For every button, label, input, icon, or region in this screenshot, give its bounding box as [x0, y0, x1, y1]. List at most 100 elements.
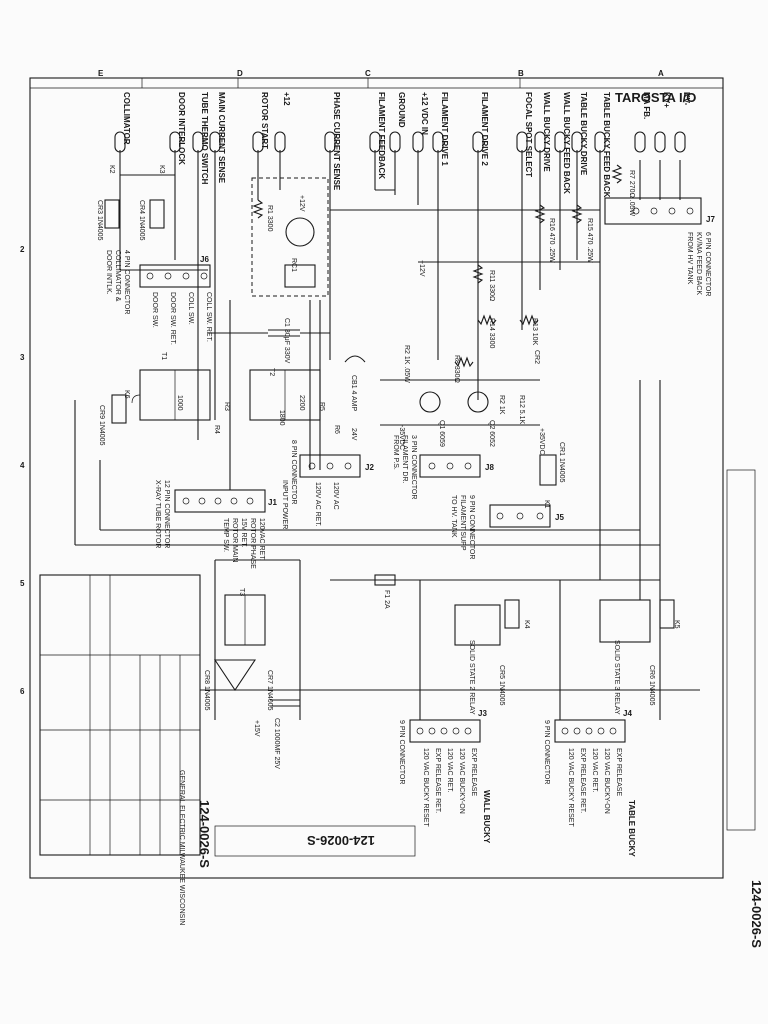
component-label: K1 [543, 500, 550, 509]
connector-desc: 12 PIN CONNECTOR [163, 480, 170, 548]
component-label: C2 1000MF 25V [273, 718, 280, 769]
resistor-r7 [611, 164, 623, 184]
component-label: +15V [253, 720, 260, 737]
pin-label: COLL SW. RET. [205, 292, 212, 342]
connector-desc: 9 PIN CONNECTOR [398, 720, 405, 784]
signal-terminal [654, 131, 666, 153]
column-letter: D [237, 69, 243, 78]
relay-coils [104, 199, 557, 486]
component-label: R8 330Ω [453, 355, 460, 383]
connector-desc: X-RAY TUBE ROTOR [154, 480, 161, 548]
sheet-title: TAROSTA I/O [615, 90, 696, 105]
component-label: +12V [418, 260, 425, 277]
connector-label: J6 [200, 255, 209, 264]
pin-label: 120 VAC BUCKY-ON [458, 748, 465, 814]
signal-label: +12 [282, 92, 291, 106]
component-label: T3 [238, 588, 245, 596]
row-number: 3 [20, 353, 25, 362]
component-label: CR2 [533, 350, 540, 364]
connector-label: J7 [706, 215, 715, 224]
relay-module-outline [251, 177, 329, 297]
connector-desc: INPUT POWER [281, 480, 288, 529]
component-label: R15 470 .25W [586, 218, 593, 263]
connector-desc: DOOR INTLK. [105, 250, 112, 295]
component-label: Q2 6052 [488, 420, 495, 447]
connector-j5: J5 9 PIN CONNECTOR FILAMENT SUPP TO HV. … [450, 495, 564, 559]
component-label: R14 3300 [488, 318, 495, 348]
wiring [74, 150, 700, 720]
column-letter: C [365, 69, 371, 78]
connector-desc: 4 PIN CONNECTOR [123, 250, 130, 314]
component-label: SOLID STATE 3 RELAY [613, 640, 620, 715]
component-label: K5 [673, 620, 680, 629]
company-name: GENERAL ELECTRIC MILWAUKEE WISCONSIN [178, 770, 185, 925]
resistor-r16 [534, 204, 546, 224]
resistor-r11 [472, 264, 484, 284]
signal-label: WALL BUCKY DRIVE [542, 92, 551, 172]
connector-j8: J8 3 PIN CONNECTOR FILAMENT DR. FROM P.S… [392, 435, 494, 499]
row-number: 6 [20, 687, 25, 696]
relay-k6 [111, 394, 127, 424]
connector-j2: J2 8 PIN CONNECTOR INPUT POWER 24V 120V … [281, 428, 374, 529]
pin-label: 120 VAC BUCKY RESET [567, 748, 574, 827]
row-number: 4 [20, 461, 25, 470]
pin-label: EXP RELEASE [615, 748, 622, 796]
connector-desc: KV/MA FEED BACK [695, 232, 702, 295]
column-letter: A [658, 69, 664, 78]
component-label: CR5 1N4005 [498, 665, 505, 706]
connector-label: J5 [555, 513, 564, 522]
bucky-tag: TABLE BUCKY [627, 800, 636, 857]
resistor-r15 [571, 204, 583, 224]
pin-label: 15V RET. [240, 518, 247, 548]
title-block: GENERAL ELECTRIC MILWAUKEE WISCONSIN 124… [39, 574, 212, 925]
signal-label: FOCAL SPOT SELECT [524, 92, 533, 177]
relay-k4 [504, 599, 520, 629]
connector-j6: J6 4 PIN CONNECTOR COLLIMATOR & DOOR INT… [105, 250, 212, 345]
connector-desc: FROM HV TANK [686, 232, 693, 285]
pin-label: COLL SW. [187, 292, 194, 325]
capacitor-c1 [208, 329, 330, 337]
resistor-r1 [252, 199, 264, 219]
connector-desc: 9 PIN CONNECTOR [468, 495, 475, 559]
power-supply-section [213, 574, 396, 707]
connector-label: J8 [485, 463, 494, 472]
component-label: CR8 1N4005 [203, 670, 210, 711]
circuit-breaker-cb1 [344, 355, 366, 363]
component-label: K2 [108, 165, 115, 174]
component-label: T2 [268, 368, 275, 376]
component-label: 2200 [298, 395, 305, 411]
connector-desc: 8 PIN CONNECTOR [290, 440, 297, 504]
transformers [131, 369, 321, 421]
component-label: R11 330Ω [488, 270, 495, 301]
component-label: +35VDC [538, 428, 545, 455]
pin-label: ROTOR MAIN [231, 518, 238, 563]
right-margin: 124-0026-S [726, 469, 764, 948]
connector-j1: J1 12 PIN CONNECTOR X-RAY TUBE ROTOR 120… [154, 480, 277, 569]
signal-label: FILAMENT FEEDBACK [377, 92, 386, 179]
bucky-tag: WALL BUCKY [482, 790, 491, 844]
pin-label: 120 VAC RET. [591, 748, 598, 793]
pin-label: 120V AC RET. [314, 482, 321, 527]
component-label: R2 1K [498, 395, 505, 415]
connector-label: J1 [268, 498, 277, 507]
column-letter: E [98, 69, 104, 78]
signal-label: TABLE BUCKY DRIVE [579, 92, 588, 176]
pin-label: 120 VAC RET. [446, 748, 453, 793]
column-letter: B [518, 69, 524, 78]
component-label: CR3 1N4005 [96, 200, 103, 241]
component-label: R6 [333, 425, 340, 434]
connector-j3: J3 9 PIN CONNECTOR EXP RELEASE 120 VAC B… [398, 709, 491, 844]
component-label: CR6 1N4005 [648, 665, 655, 706]
connector-label: J3 [478, 709, 487, 718]
signal-label: KV+ [662, 92, 671, 108]
row-numbers: 2 3 4 5 6 [20, 245, 25, 696]
connector-j7: J7 6 PIN CONNECTOR KV/MA FEED BACK FROM … [604, 197, 715, 296]
signal-label: MAIN CURRENT SENSE [217, 92, 226, 184]
pin-label: EXP RELEASE [470, 748, 477, 796]
signal-label: ROTOR START [260, 92, 269, 149]
fuse-f1 [374, 574, 396, 586]
transistor-q1 [419, 391, 441, 413]
component-label: R13 10K [531, 318, 538, 346]
resistors [252, 164, 623, 368]
drawing-number-strip-text: 124-0026-S [307, 833, 375, 848]
